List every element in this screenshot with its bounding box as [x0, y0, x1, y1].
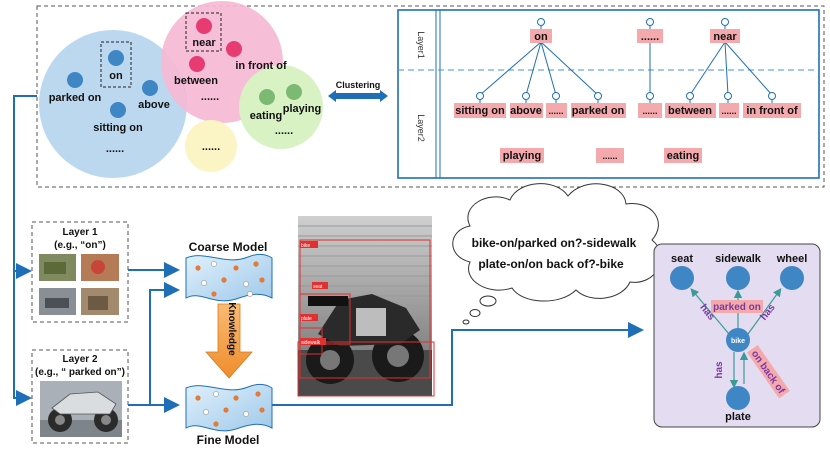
label-playing: playing — [283, 103, 322, 115]
det-label-plate: plate — [301, 316, 312, 322]
h-node-parked-on: parked on — [572, 105, 625, 117]
node-eating — [259, 89, 275, 105]
h-node-between: between — [668, 105, 712, 117]
tree-edges — [479, 41, 773, 96]
edge-label-has-plate: has — [714, 361, 725, 379]
label-green-more: ...... — [275, 125, 293, 137]
h-node-on: on — [534, 31, 548, 43]
layer2-title: Layer 2 — [62, 354, 97, 365]
label-parked-on: parked on — [49, 92, 102, 104]
layer2-example: (e.g., “ parked on”) — [35, 367, 125, 378]
thought-line-1: bike-on/parked on?-sidewalk — [472, 236, 637, 250]
clustering-double-arrow — [328, 90, 388, 102]
h-node-more: ...... — [641, 31, 659, 43]
fine-model-shape — [185, 384, 273, 432]
det-label-bike: bike — [301, 243, 310, 249]
layer1-example: (e.g., “on”) — [54, 240, 106, 251]
top-panel — [36, 5, 825, 188]
layer1-title: Layer 1 — [62, 227, 97, 238]
detection-photo: bike seat plate sidewalk — [297, 216, 435, 397]
fine-model-dots — [195, 391, 265, 427]
h-node-more-3: ...... — [642, 106, 657, 116]
thought-cloud — [452, 183, 662, 325]
arrow-branch-coarse — [149, 282, 180, 405]
det-label-sidewalk: sidewalk — [301, 340, 321, 346]
label-pink-more: ...... — [201, 91, 219, 103]
edge-label-bg-parked-on — [711, 300, 763, 313]
scene-graph-nodes: seat sidewalk wheel bike plate — [670, 253, 807, 423]
coarse-model-dots — [195, 261, 265, 297]
label-between: between — [174, 75, 218, 87]
label-near: near — [192, 37, 216, 49]
node-in-front-of — [226, 41, 242, 57]
graph-node-wheel: wheel — [776, 253, 808, 265]
selected-box-on — [100, 41, 132, 88]
layer1-nodes: on ...... near — [530, 18, 740, 43]
label-in-front-of: in front of — [235, 60, 287, 72]
layer2-thumbnail — [40, 381, 122, 437]
h-node-sitting-on: sitting on — [455, 105, 505, 117]
cluster-yellow — [185, 120, 237, 172]
arrow-to-graph — [272, 322, 644, 406]
cluster-green — [239, 65, 323, 149]
clustering-label: Clustering — [336, 80, 381, 90]
label-blue-more: ...... — [106, 143, 124, 155]
edge-label-parked-on: parked on — [713, 302, 761, 313]
coarse-model-label: Coarse Model — [189, 240, 268, 254]
graph-node-bike: bike — [731, 338, 745, 345]
h-node-above: above — [510, 105, 542, 117]
fine-model-label: Fine Model — [197, 433, 260, 447]
thought-line-2: plate-on/on back of?-bike — [478, 257, 624, 271]
graph-node-plate: plate — [725, 411, 751, 423]
h-node-near: near — [713, 31, 737, 43]
coarse-model-shape — [185, 254, 273, 302]
graph-node-sidewalk: sidewalk — [715, 253, 762, 265]
node-parked-on — [67, 72, 83, 88]
label-yellow-more: ...... — [202, 141, 220, 153]
node-on — [108, 50, 124, 66]
node-playing — [286, 84, 302, 100]
axis-layer2: Layer2 — [416, 114, 426, 142]
label-above: above — [138, 99, 170, 111]
layer1-thumbnails — [39, 254, 119, 315]
label-sitting-on: sitting on — [93, 122, 143, 134]
h-node-eating: eating — [667, 150, 699, 162]
axis-layer1: Layer1 — [416, 31, 426, 59]
layer2-nodes: sitting on above ...... parked on ......… — [454, 92, 801, 163]
graph-node-seat: seat — [671, 253, 693, 265]
left-connectors — [13, 95, 37, 406]
knowledge-arrow — [205, 303, 253, 379]
h-node-in-front-of: in front of — [746, 105, 798, 117]
h-node-more-4: ...... — [721, 106, 736, 116]
label-eating: eating — [250, 110, 282, 122]
h-node-more-5: ...... — [602, 151, 617, 161]
node-sitting-on — [110, 102, 126, 118]
scene-graph-edges — [690, 288, 782, 389]
h-node-more-2: ...... — [548, 106, 563, 116]
knowledge-label: Knowledge — [226, 302, 237, 356]
node-above — [142, 80, 158, 96]
h-node-playing: playing — [503, 150, 542, 162]
selected-box-near — [185, 12, 222, 52]
node-near — [196, 18, 212, 34]
det-label-seat: seat — [313, 284, 323, 290]
label-on: on — [109, 70, 123, 82]
node-between — [189, 56, 205, 72]
